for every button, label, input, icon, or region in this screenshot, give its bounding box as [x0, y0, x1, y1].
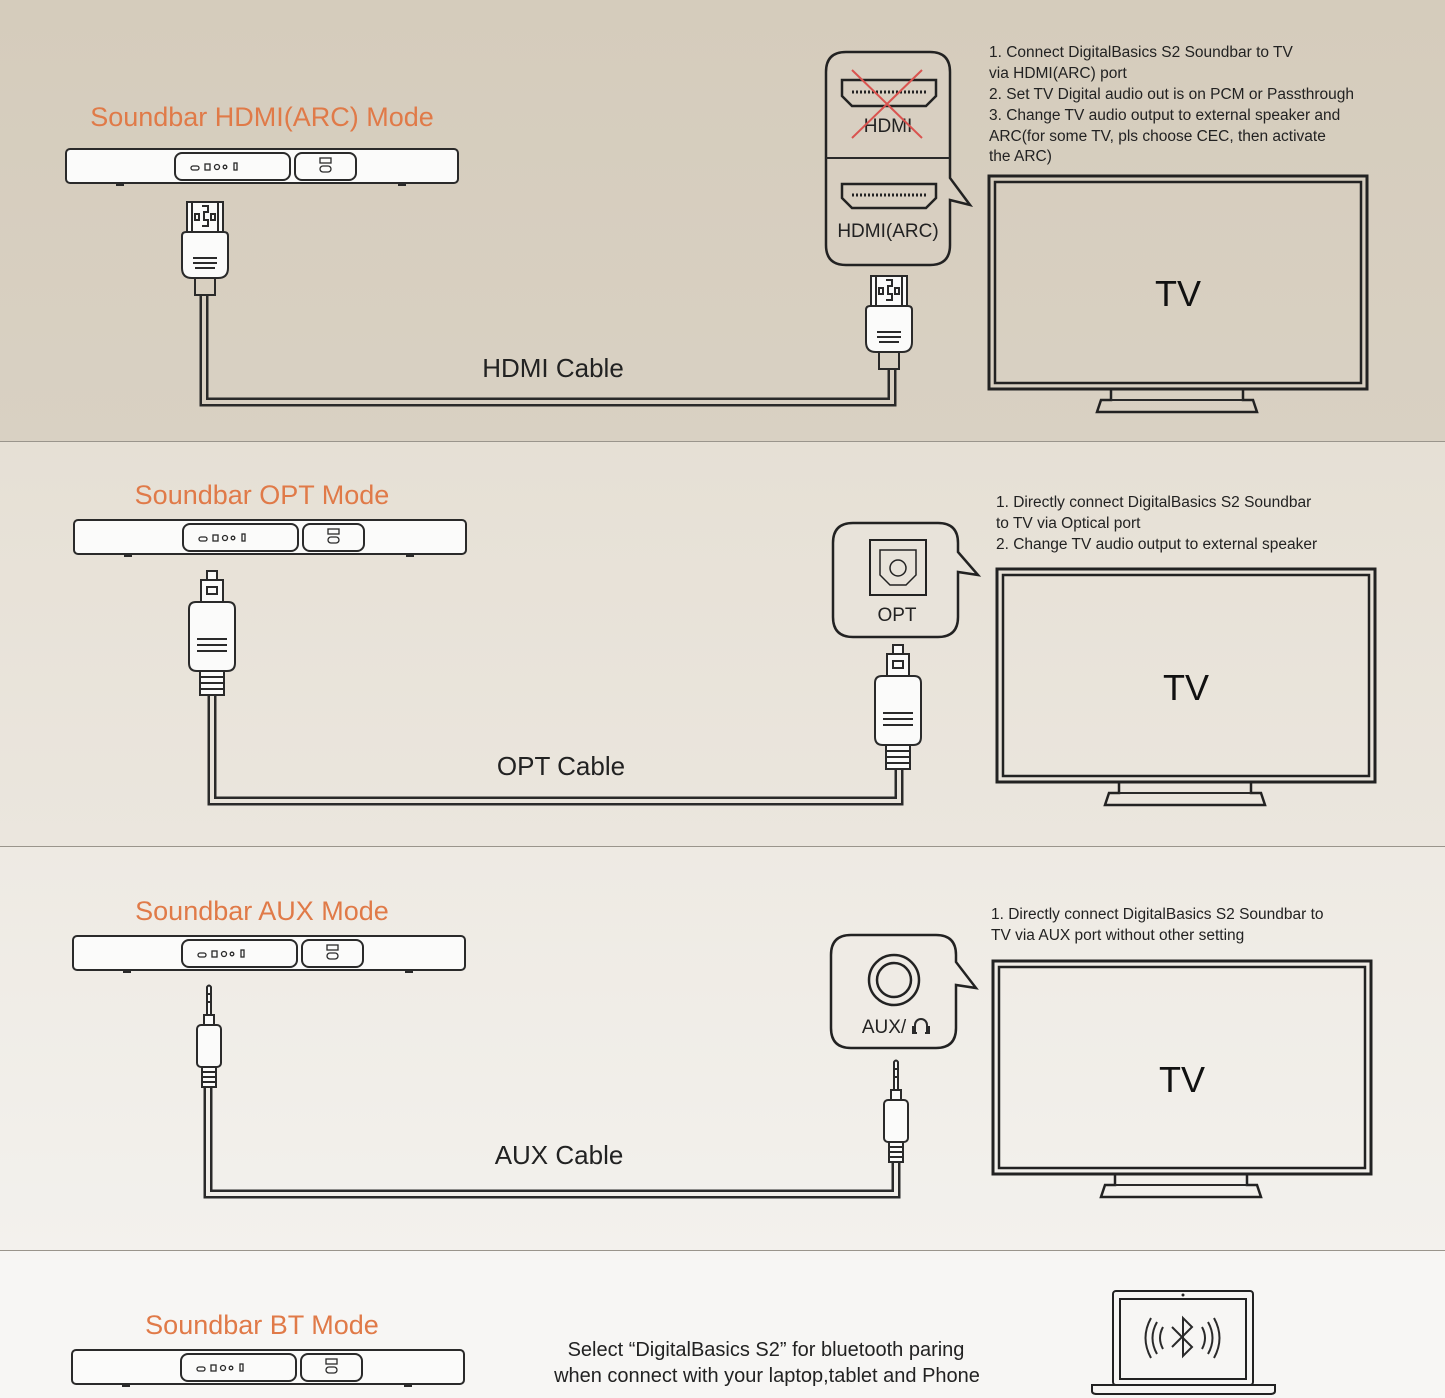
svg-text:when connect with your laptop,: when connect with your laptop,tablet and…: [553, 1365, 980, 1387]
opt-cable: [207, 695, 904, 806]
opt-section: [0, 442, 1445, 847]
soundbar-illustration: [72, 935, 466, 974]
headphone-icon: [912, 1018, 930, 1034]
hdmi-port-label: HDMI: [864, 116, 913, 137]
svg-text:ARC(for some TV, pls choose CE: ARC(for some TV, pls choose CEC, then ac…: [989, 128, 1326, 145]
aux-plug-icon: [196, 984, 222, 1088]
hdmi-arc-port-icon: [840, 182, 938, 210]
svg-text:1. Directly connect DigitalBas: 1. Directly connect DigitalBasics S2 Sou…: [991, 906, 1324, 923]
hdmi-port-icon: [840, 78, 938, 108]
soundbar-illustration: [65, 148, 459, 187]
opt-instructions: 1. Directly connect DigitalBasics S2 Sou…: [996, 494, 1317, 553]
aux-mode-title: Soundbar AUX Mode: [135, 896, 389, 926]
aux-port-label: AUX/: [862, 1017, 907, 1038]
bt-instructions: Select “DigitalBasics S2” for bluetooth …: [553, 1339, 980, 1387]
svg-text:via HDMI(ARC) port: via HDMI(ARC) port: [989, 65, 1127, 82]
soundbar-illustration: [71, 1349, 465, 1388]
aux-port-bubble: AUX/: [829, 933, 979, 1050]
laptop-bluetooth-icon: [1091, 1290, 1276, 1395]
svg-text:TV via AUX port without other: TV via AUX port without other setting: [991, 927, 1244, 944]
hdmi-plug-icon: [181, 201, 229, 296]
aux-cable-label: AUX Cable: [495, 1140, 624, 1170]
tv-label: TV: [1163, 667, 1209, 708]
hdmi-plug-icon: [865, 275, 913, 370]
svg-text:the ARC): the ARC): [989, 148, 1052, 165]
svg-text:2. Set TV Digital audio out is: 2. Set TV Digital audio out is on PCM or…: [989, 86, 1354, 103]
soundbar-illustration: [73, 519, 467, 558]
svg-text:3. Change TV audio output to e: 3. Change TV audio output to external sp…: [989, 107, 1340, 124]
svg-text:to TV via Optical port: to TV via Optical port: [996, 515, 1141, 532]
opt-port-bubble: OPT: [831, 521, 982, 639]
svg-text:2. Change TV audio output to e: 2. Change TV audio output to external sp…: [996, 536, 1317, 553]
svg-text:Select “DigitalBasics S2” for: Select “DigitalBasics S2” for bluetooth …: [568, 1339, 965, 1361]
hdmi-arc-port-label: HDMI(ARC): [837, 221, 938, 242]
optical-plug-icon: [874, 644, 922, 770]
hdmi-section: [0, 0, 1445, 442]
hdmi-instructions: 1. Connect DigitalBasics S2 Soundbar to …: [989, 44, 1354, 165]
bt-mode-title: Soundbar BT Mode: [145, 1310, 379, 1340]
hdmi-cable-label: HDMI Cable: [482, 353, 624, 383]
aux-plug-icon: [883, 1059, 909, 1163]
optical-port-icon: [869, 539, 927, 596]
opt-port-label: OPT: [877, 605, 916, 626]
aux-instructions: 1. Directly connect DigitalBasics S2 Sou…: [991, 906, 1324, 944]
aux-port-icon: [867, 953, 921, 1007]
optical-plug-icon: [188, 570, 236, 696]
svg-text:1. Directly connect DigitalBas: 1. Directly connect DigitalBasics S2 Sou…: [996, 494, 1311, 511]
hdmi-mode-title: Soundbar HDMI(ARC) Mode: [90, 102, 434, 132]
tv-label: TV: [1159, 1059, 1205, 1100]
opt-mode-title: Soundbar OPT Mode: [135, 480, 390, 510]
aux-section: [0, 847, 1445, 1251]
cross-icon: [851, 69, 923, 139]
hdmi-port-bubble: HDMI HDMI(ARC): [824, 50, 974, 267]
svg-text:1. Connect DigitalBasics S2 So: 1. Connect DigitalBasics S2 Soundbar to …: [989, 44, 1294, 61]
tv-label: TV: [1155, 273, 1201, 314]
opt-cable-label: OPT Cable: [497, 751, 625, 781]
bluetooth-icon: [1171, 1315, 1194, 1359]
hdmi-cable: [199, 295, 897, 407]
